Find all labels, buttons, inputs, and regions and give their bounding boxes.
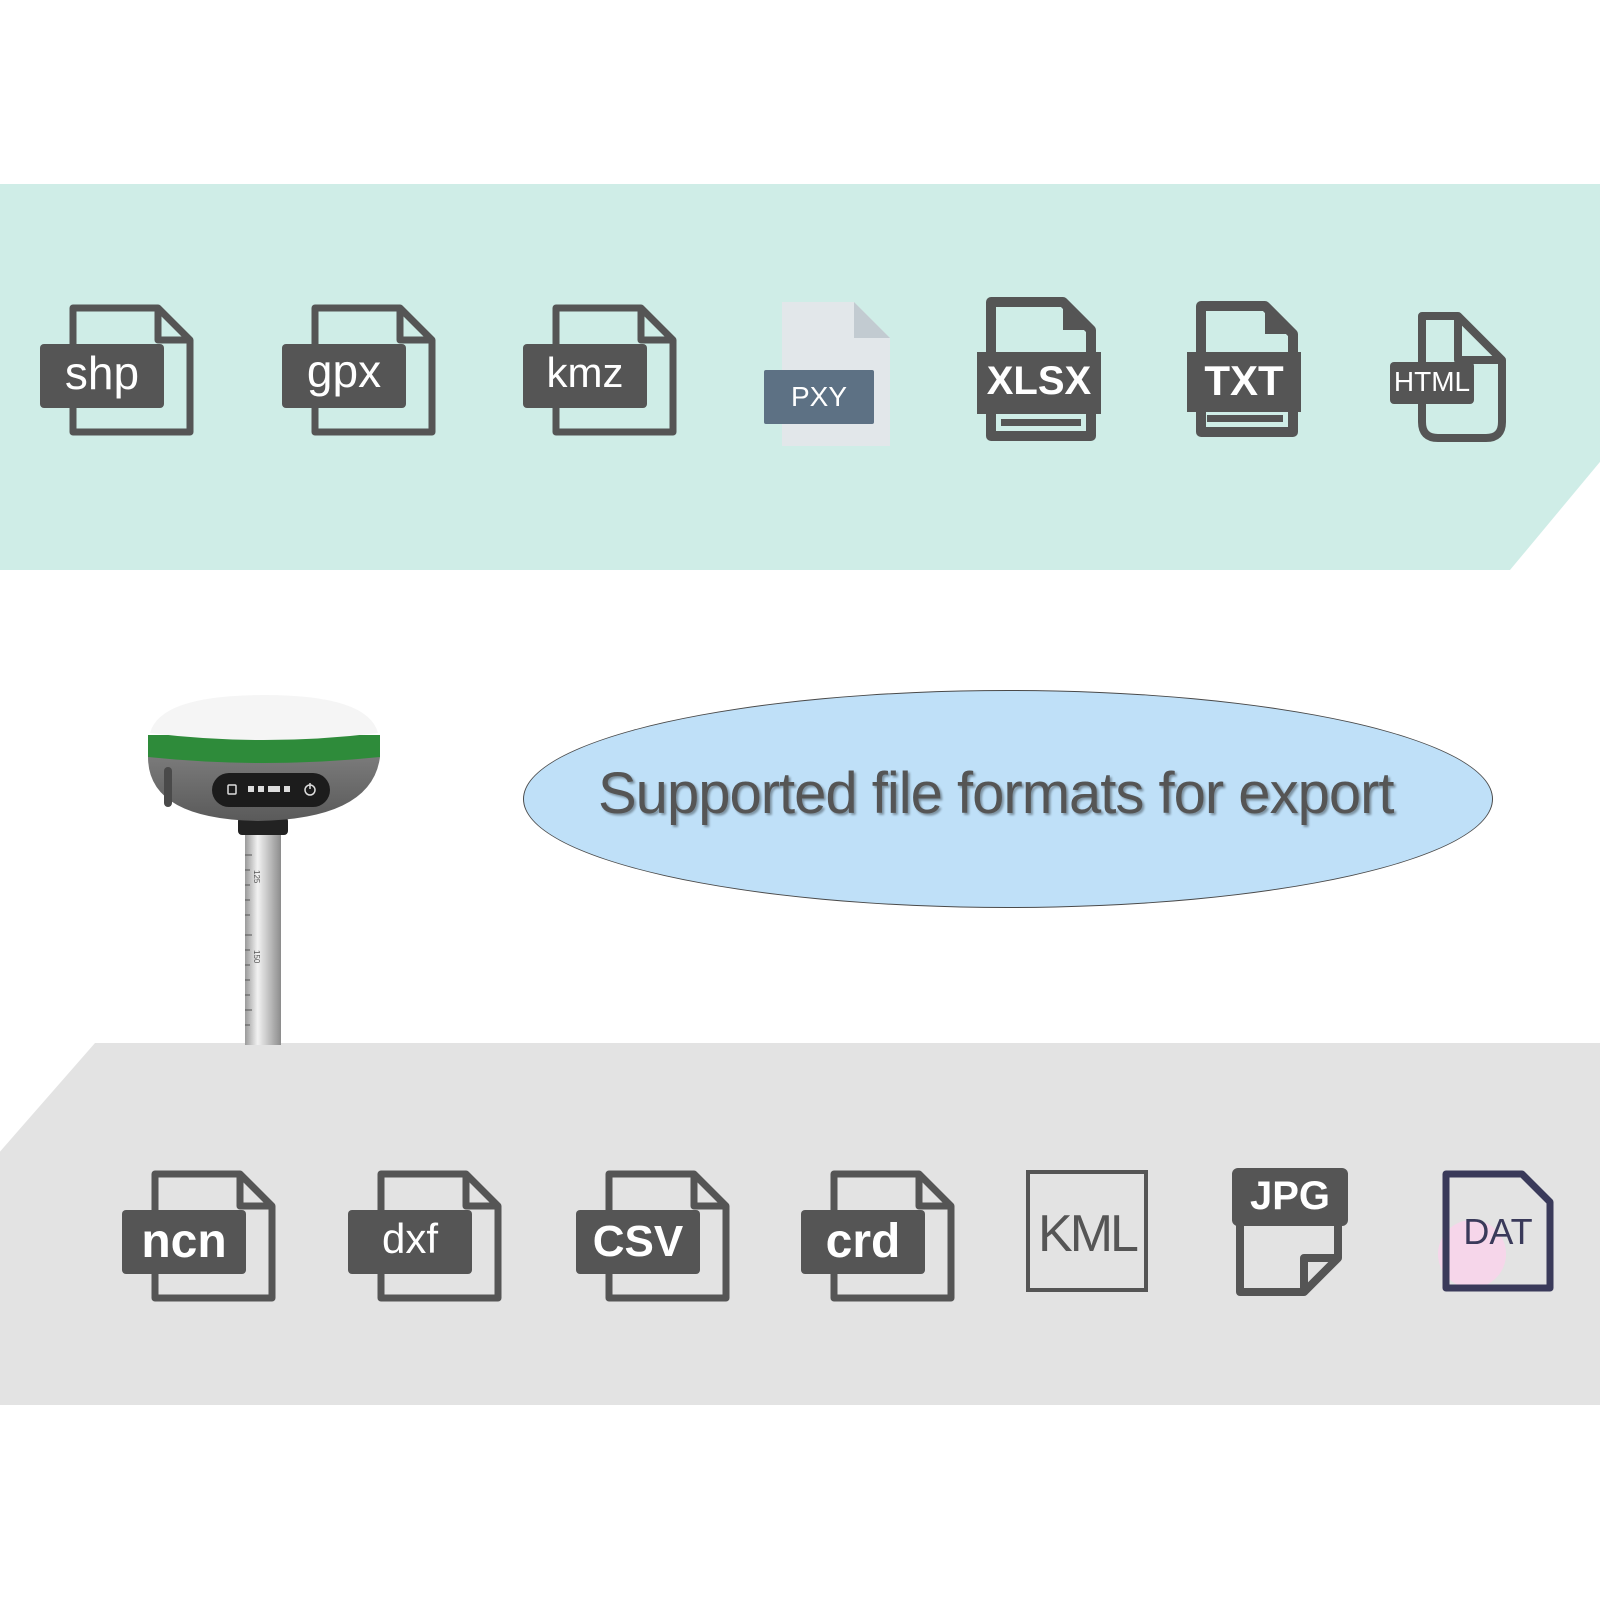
format-label: crd	[825, 1215, 901, 1268]
kml-file-icon: KML	[1026, 1170, 1186, 1320]
gpx-file-icon: gpx	[282, 300, 442, 450]
html-file-icon: HTML	[1390, 312, 1550, 462]
format-label: kmz	[546, 349, 624, 396]
format-label: TXT	[1204, 357, 1284, 404]
headline-text: Supported file formats for export	[598, 761, 1395, 826]
pole-scale-125: 125	[252, 870, 261, 884]
pxy-file-icon: PXY	[762, 300, 922, 450]
jpg-file-icon: JPG	[1232, 1166, 1392, 1316]
headline-bubble	[523, 690, 1493, 908]
format-label: PXY	[790, 381, 848, 412]
format-label: HTML	[1393, 366, 1471, 397]
csv-file-icon: CSV	[576, 1166, 736, 1316]
xlsx-file-icon: XLSX	[977, 297, 1137, 448]
format-label: XLSX	[986, 359, 1092, 403]
format-label: DAT	[1463, 1211, 1533, 1252]
gnss-receiver-image: 125 150	[140, 695, 400, 1045]
format-label: JPG	[1249, 1174, 1331, 1218]
pole-scale-150: 150	[252, 950, 261, 964]
dat-file-icon: DAT	[1438, 1170, 1600, 1320]
format-label: dxf	[381, 1215, 439, 1262]
shp-file-icon: shp	[40, 300, 200, 450]
ncn-file-icon: ncn	[122, 1166, 282, 1316]
format-label: KML	[1038, 1205, 1139, 1263]
format-label: gpx	[306, 345, 382, 397]
format-label: shp	[64, 347, 140, 399]
format-label: CSV	[592, 1217, 684, 1266]
txt-file-icon: TXT	[1187, 301, 1347, 452]
dxf-file-icon: dxf	[348, 1166, 508, 1316]
kmz-file-icon: kmz	[523, 300, 683, 450]
format-label: ncn	[141, 1215, 227, 1268]
crd-file-icon: crd	[801, 1166, 961, 1316]
